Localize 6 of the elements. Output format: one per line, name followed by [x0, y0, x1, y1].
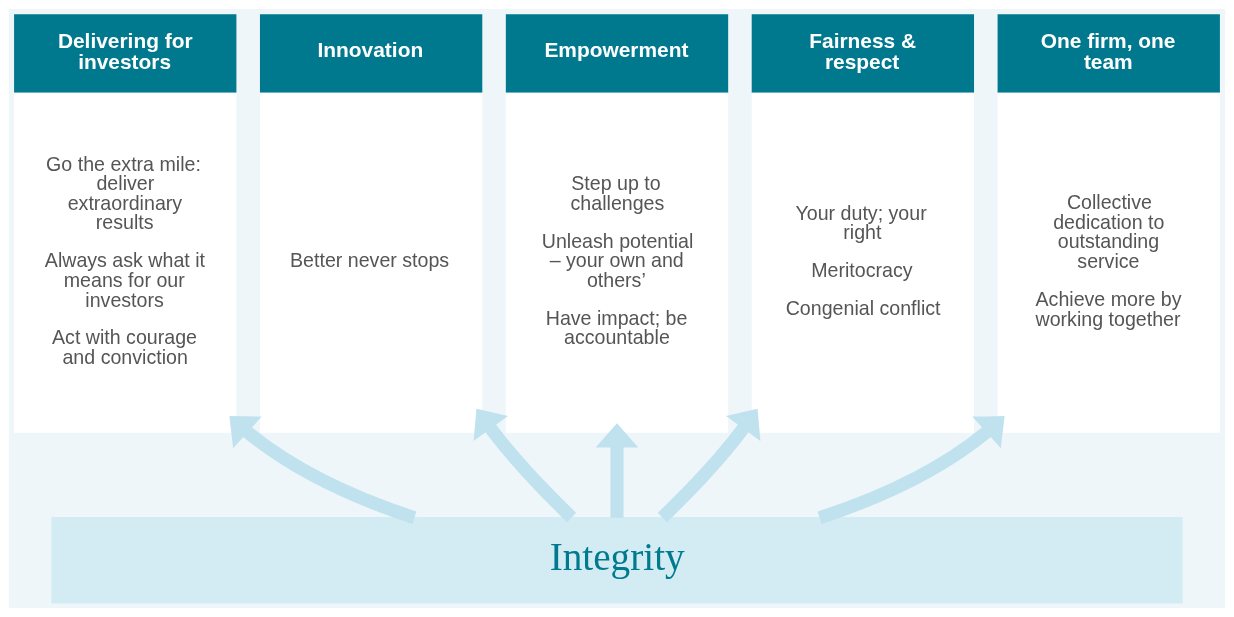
arrow	[817, 416, 1005, 524]
arrow	[473, 408, 577, 523]
node-box: Integrity	[51, 517, 1183, 604]
arrow	[657, 408, 761, 523]
arrow	[595, 423, 639, 518]
arrow	[229, 416, 417, 524]
